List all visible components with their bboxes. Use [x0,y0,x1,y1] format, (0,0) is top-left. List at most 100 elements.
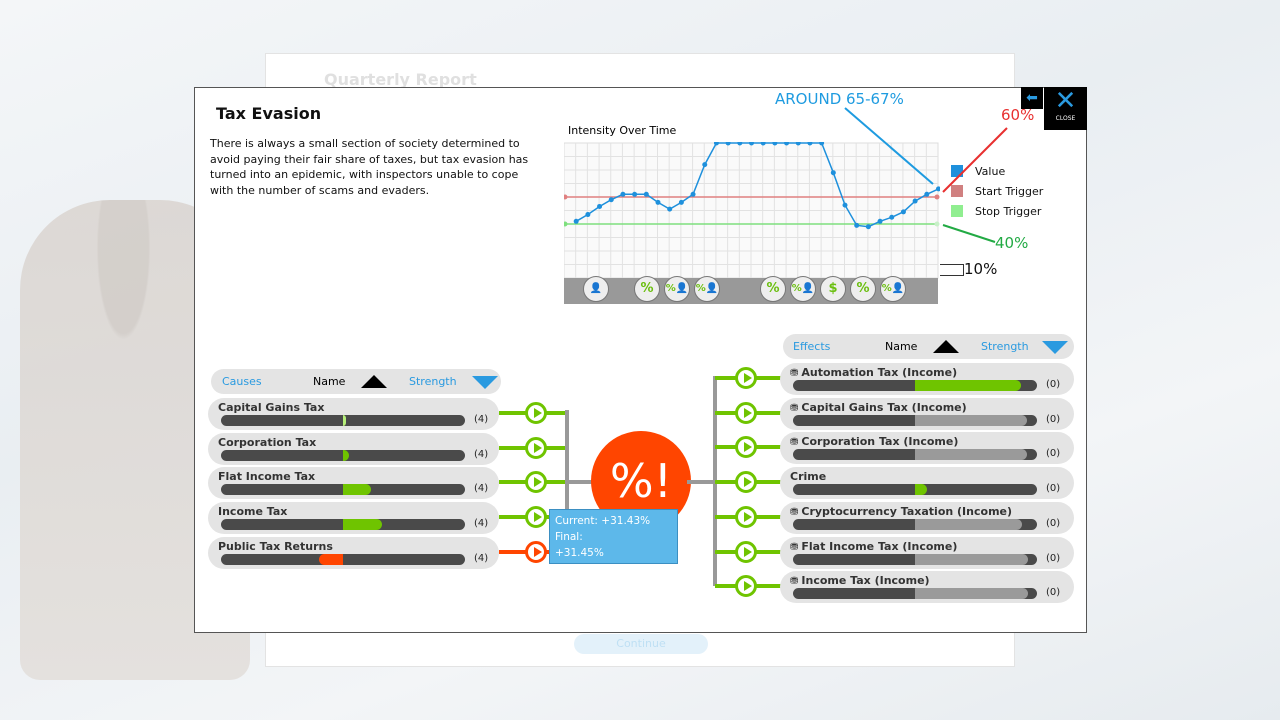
value-point [620,191,626,197]
effects-header: Effects Name Strength [783,334,1074,359]
play-node-icon[interactable] [525,402,547,424]
coins-icon: ⛃ [790,541,799,553]
strength-bar [221,484,465,496]
play-node-icon[interactable] [735,401,757,424]
event-icon[interactable]: %👤 [694,276,720,302]
play-node-icon[interactable] [735,367,757,389]
event-icon[interactable]: %👤 [790,276,816,302]
strength-fill [343,519,383,531]
effect-name: ⛃Automation Tax (Income) [790,366,957,379]
tooltip-line: +31.45% [555,547,604,559]
sort-descending-icon[interactable] [1042,341,1068,354]
sort-by-name[interactable]: Name [885,340,918,353]
cause-row[interactable]: Income Tax(4) [208,502,499,535]
strength-fill [915,484,928,496]
cause-row[interactable]: Corporation Tax(4) [208,432,499,465]
annotation-scale-label: 10% [964,260,998,278]
effect-count: (0) [1046,587,1061,599]
value-point [585,212,591,218]
cause-name: Capital Gains Tax [218,401,325,414]
value-point [877,218,883,224]
strength-bar [793,414,1037,426]
value-point [608,197,614,203]
event-icon[interactable]: % [634,276,660,302]
value-point [690,191,696,197]
play-node-icon[interactable] [735,540,757,563]
effects-tab[interactable]: Effects [793,340,831,353]
tooltip-line: Current: +31.43% Final: [555,515,651,543]
strength-bar [793,588,1037,600]
sort-ascending-icon[interactable] [933,340,959,353]
effect-row[interactable]: ⛃Corporation Tax (Income)(0) [780,432,1074,465]
causes-header: Causes Name Strength [211,369,501,394]
legend-swatch [951,165,963,177]
cause-row[interactable]: Public Tax Returns(4) [208,536,499,569]
sort-ascending-icon[interactable] [361,375,387,388]
effect-name: ⛃Cryptocurrency Taxation (Income) [790,505,1012,518]
value-point [936,186,940,192]
value-point [713,142,719,146]
effects-connector-h [687,480,715,484]
event-icon[interactable]: 👤 [583,276,609,302]
effect-row[interactable]: Crime(0) [780,467,1074,500]
event-icon[interactable]: % [850,276,876,302]
strength-bar [793,449,1037,461]
value-point [678,199,684,205]
value-point [854,222,860,228]
value-point [924,191,930,197]
effect-row[interactable]: ⛃Automation Tax (Income)(0) [780,363,1074,395]
value-point [842,202,848,208]
legend-swatch [951,185,963,197]
chart-title: Intensity Over Time [568,124,677,137]
value-point [725,142,731,146]
sort-by-strength[interactable]: Strength [409,375,457,388]
effect-row[interactable]: ⛃Income Tax (Income)(0) [780,571,1074,604]
play-node-icon[interactable] [525,436,547,459]
event-icon[interactable]: % [760,276,786,302]
dialog-title: Tax Evasion [216,104,322,123]
effect-count: (0) [1046,413,1061,425]
sort-by-name[interactable]: Name [313,375,346,388]
sort-descending-icon[interactable] [472,376,498,389]
value-point [912,198,918,204]
effect-row[interactable]: ⛃Flat Income Tax (Income)(0) [780,536,1074,569]
strength-fill [915,380,1022,391]
event-icon[interactable]: %👤 [664,276,690,302]
effect-count: (0) [1046,552,1061,564]
cause-row[interactable]: Flat Income Tax(4) [208,467,499,500]
annotation-stop: 40% [995,234,1029,252]
play-node-icon[interactable] [735,505,757,528]
stop-trigger-point [934,221,940,227]
cause-row[interactable]: Capital Gains Tax(4) [208,398,499,430]
play-node-icon[interactable] [735,436,757,459]
play-node-icon[interactable] [525,506,547,529]
coins-icon: ⛃ [790,437,799,449]
play-node-icon[interactable] [735,471,757,494]
coins-icon: ⛃ [790,576,799,588]
back-arrow-icon: ⬅ [1026,90,1038,106]
causes-connector-h [565,480,595,484]
play-node-icon[interactable] [525,540,547,563]
event-icon[interactable]: %👤 [880,276,906,302]
dialog-description: There is always a small section of socie… [210,137,529,197]
strength-bar [221,553,465,565]
coins-icon: ⛃ [790,506,799,518]
effect-name: ⛃Capital Gains Tax (Income) [790,401,967,414]
back-button[interactable]: ⬅ [1021,87,1043,109]
value-point [597,203,603,209]
legend-label: Start Trigger [975,185,1044,198]
value-point [760,142,766,146]
cause-count: (4) [474,448,489,460]
cause-count: (4) [474,518,489,530]
value-point [830,170,836,176]
start-trigger-point [564,194,568,200]
event-icon[interactable]: $ [820,276,846,302]
effect-row[interactable]: ⛃Cryptocurrency Taxation (Income)(0) [780,501,1074,534]
close-button[interactable]: ✕ CLOSE [1044,87,1087,130]
causes-tab[interactable]: Causes [222,375,262,388]
effect-row[interactable]: ⛃Capital Gains Tax (Income) (0) [780,397,1074,430]
play-node-icon[interactable] [525,471,547,494]
play-node-icon[interactable] [735,575,757,598]
sort-by-strength[interactable]: Strength [981,340,1029,353]
continue-button[interactable]: Continue [574,634,708,654]
